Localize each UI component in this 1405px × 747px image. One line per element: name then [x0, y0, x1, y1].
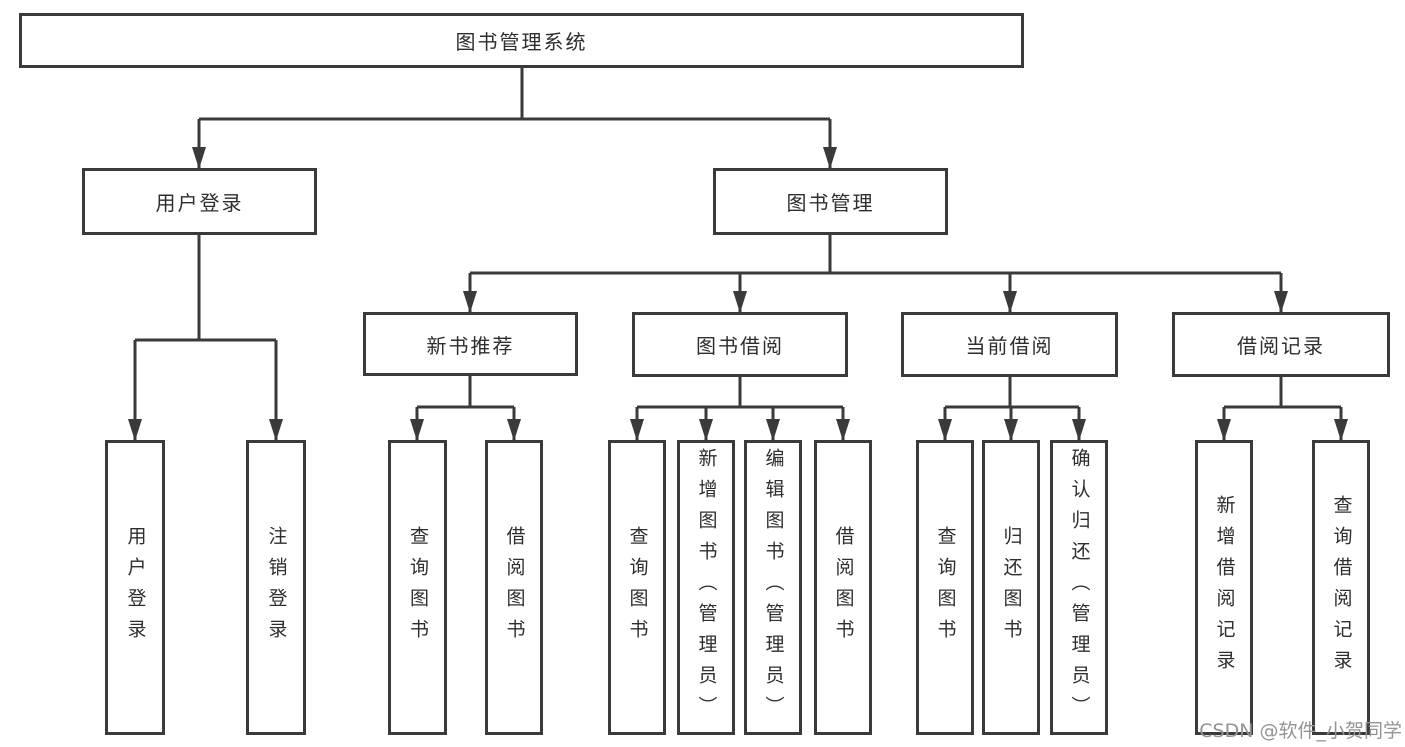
- leaf-query-books-borrowing-label: 查询图书: [626, 525, 649, 650]
- leaf-user-login-label: 用户登录: [124, 525, 147, 650]
- leaf-logout: 注销登录: [246, 440, 306, 735]
- leaf-return-books-label: 归还图书: [1000, 525, 1023, 650]
- node-book-management: 图书管理: [713, 168, 948, 235]
- leaf-user-login: 用户登录: [105, 440, 165, 735]
- node-root-label: 图书管理系统: [455, 30, 588, 54]
- leaf-return-books: 归还图书: [982, 440, 1040, 735]
- leaf-query-books-recommend: 查询图书: [388, 440, 447, 735]
- node-user-login: 用户登录: [82, 168, 317, 235]
- leaf-add-borrow-record: 新增借阅记录: [1195, 440, 1253, 735]
- node-book-management-label: 图书管理: [786, 191, 875, 215]
- leaf-edit-books-admin-label: 编辑图书（管理员）: [762, 448, 785, 727]
- leaf-borrow-books-recommend-label: 借阅图书: [503, 525, 526, 650]
- node-book-borrowing: 图书借阅: [632, 312, 848, 377]
- leaf-borrow-books-recommend: 借阅图书: [485, 440, 543, 735]
- csdn-watermark: CSDN @软件_小贺同学: [1199, 720, 1402, 742]
- node-user-login-label: 用户登录: [155, 191, 244, 215]
- leaf-add-books-admin: 新增图书（管理员）: [677, 440, 735, 735]
- node-current-borrowing-label: 当前借阅: [965, 334, 1054, 358]
- node-book-borrowing-label: 图书借阅: [696, 334, 784, 358]
- node-borrowing-records-label: 借阅记录: [1237, 334, 1325, 358]
- node-current-borrowing: 当前借阅: [901, 312, 1118, 377]
- leaf-add-books-admin-label: 新增图书（管理员）: [695, 448, 718, 727]
- node-root: 图书管理系统: [19, 13, 1024, 68]
- leaf-query-borrow-record-label: 查询借阅记录: [1330, 494, 1353, 681]
- leaf-query-books-borrowing: 查询图书: [608, 440, 666, 735]
- leaf-confirm-return-admin-label: 确认归还（管理员）: [1068, 448, 1091, 727]
- leaf-add-borrow-record-label: 新增借阅记录: [1213, 494, 1236, 681]
- leaf-query-books-recommend-label: 查询图书: [407, 525, 429, 650]
- leaf-confirm-return-admin: 确认归还（管理员）: [1050, 440, 1108, 735]
- leaf-edit-books-admin: 编辑图书（管理员）: [744, 440, 802, 735]
- leaf-borrow-books-label: 借阅图书: [832, 525, 855, 650]
- leaf-query-books-current: 查询图书: [916, 440, 974, 735]
- node-new-book-recommend-label: 新书推荐: [426, 333, 515, 358]
- leaf-borrow-books: 借阅图书: [814, 440, 872, 735]
- node-new-book-recommend: 新书推荐: [363, 312, 578, 376]
- leaf-logout-label: 注销登录: [265, 525, 288, 650]
- node-borrowing-records: 借阅记录: [1172, 312, 1390, 377]
- leaf-query-books-current-label: 查询图书: [934, 525, 957, 650]
- leaf-query-borrow-record: 查询借阅记录: [1312, 440, 1370, 735]
